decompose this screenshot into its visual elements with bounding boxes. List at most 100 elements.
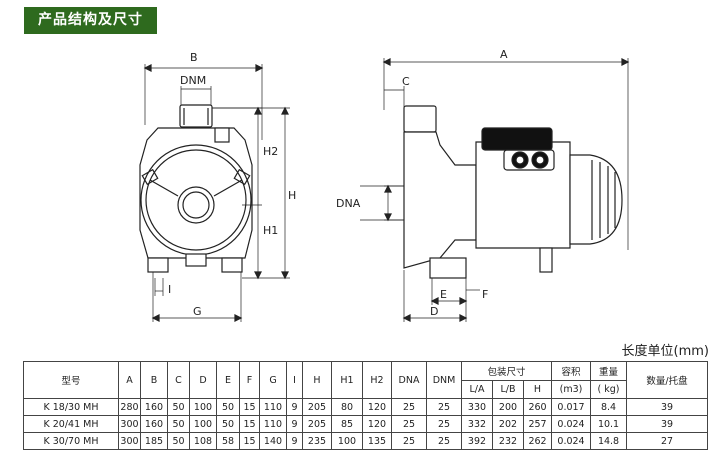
header-I: I xyxy=(286,361,303,399)
cell-model: K 30/70 MH xyxy=(23,432,119,450)
cell-lb: 232 xyxy=(492,432,524,450)
cell-e: 58 xyxy=(216,432,240,450)
cell-i: 9 xyxy=(286,415,303,433)
cell-e: 50 xyxy=(216,415,240,433)
cell-h2: 135 xyxy=(362,432,392,450)
cell-a: 300 xyxy=(118,415,141,433)
cell-ph: 260 xyxy=(522,398,553,416)
header-DNM: DNM xyxy=(426,361,462,399)
cell-model: K 18/30 MH xyxy=(23,398,119,416)
cell-dna: 25 xyxy=(391,415,427,433)
cell-i: 9 xyxy=(286,398,303,416)
header-LA: L/A xyxy=(461,379,493,399)
label-DNM: DNM xyxy=(180,74,206,87)
side-view xyxy=(360,58,630,322)
cell-g: 140 xyxy=(259,432,287,450)
cell-h: 205 xyxy=(302,415,332,433)
cell-h: 235 xyxy=(302,432,332,450)
cell-dnm: 25 xyxy=(426,415,462,433)
cell-qty: 39 xyxy=(626,398,709,416)
label-D: D xyxy=(430,305,438,318)
cell-e: 50 xyxy=(216,398,240,416)
header-H1: H1 xyxy=(331,361,363,399)
cell-ph: 257 xyxy=(522,415,553,433)
table-subheader-row: L/A L/B H (m3) ( kg) xyxy=(24,379,708,399)
header-package: 包装尺寸 xyxy=(460,361,553,381)
cell-i: 9 xyxy=(286,432,303,450)
cell-weight: 10.1 xyxy=(590,415,628,433)
label-C: C xyxy=(402,75,410,88)
cell-c: 50 xyxy=(167,432,190,450)
cell-model: K 20/41 MH xyxy=(23,415,119,433)
cell-dnm: 25 xyxy=(426,398,462,416)
header-weight: 重量 xyxy=(590,361,628,381)
header-model: 型号 xyxy=(23,361,119,399)
front-view xyxy=(139,64,290,322)
cell-qty: 27 xyxy=(626,432,709,450)
cell-g: 110 xyxy=(259,398,287,416)
cell-qty: 39 xyxy=(626,415,709,433)
header-DNA: DNA xyxy=(391,361,427,399)
front-view-labels: B DNM H2 H H1 I G xyxy=(168,51,296,318)
label-I: I xyxy=(168,283,171,296)
table-header-row: 型号 A B C D E F G I H H1 H2 DNA DNM 包装尺寸 … xyxy=(23,361,709,399)
cell-c: 50 xyxy=(167,398,190,416)
cell-d: 100 xyxy=(189,398,217,416)
cell-dna: 25 xyxy=(391,398,427,416)
cell-f: 15 xyxy=(239,415,260,433)
label-G: G xyxy=(193,305,202,318)
cell-c: 50 xyxy=(167,415,190,433)
header-A: A xyxy=(118,361,141,399)
cell-g: 110 xyxy=(259,415,287,433)
side-view-labels: A C DNA E F D xyxy=(336,48,508,318)
cell-volume: 0.024 xyxy=(551,432,592,450)
header-C: C xyxy=(167,361,190,399)
cell-d: 108 xyxy=(189,432,217,450)
cell-a: 300 xyxy=(118,432,141,450)
label-E: E xyxy=(440,288,447,301)
header-volume-unit: (m3) xyxy=(551,379,592,399)
cell-b: 185 xyxy=(140,432,168,450)
header-LB: L/B xyxy=(492,379,524,399)
cell-b: 160 xyxy=(140,398,168,416)
cell-h2: 120 xyxy=(362,398,392,416)
cell-f: 15 xyxy=(239,432,260,450)
cell-h1: 80 xyxy=(331,398,363,416)
cell-la: 330 xyxy=(461,398,493,416)
cell-weight: 14.8 xyxy=(590,432,628,450)
header-B: B xyxy=(140,361,168,399)
label-H1: H1 xyxy=(263,224,278,237)
header-weight-unit: ( kg) xyxy=(590,379,628,399)
cell-dnm: 25 xyxy=(426,432,462,450)
cell-b: 160 xyxy=(140,415,168,433)
label-DNA: DNA xyxy=(336,197,361,210)
header-G: G xyxy=(259,361,287,399)
header-qty: 数量/托盘 xyxy=(626,361,709,399)
pump-dimension-drawing: B DNM H2 H H1 I G xyxy=(139,48,630,322)
cell-d: 100 xyxy=(189,415,217,433)
header-volume: 容积 xyxy=(551,361,592,381)
cell-la: 332 xyxy=(461,415,493,433)
header-H: H xyxy=(302,361,332,399)
cell-lb: 202 xyxy=(492,415,524,433)
cell-ph: 262 xyxy=(522,432,553,450)
label-A: A xyxy=(500,48,508,61)
spec-table: 型号 A B C D E F G I H H1 H2 DNA DNM 包装尺寸 … xyxy=(23,361,709,450)
header-F: F xyxy=(239,361,260,399)
cell-dna: 25 xyxy=(391,432,427,450)
cell-a: 280 xyxy=(118,398,141,416)
cell-h: 205 xyxy=(302,398,332,416)
cell-h1: 85 xyxy=(331,415,363,433)
header-H2: H2 xyxy=(362,361,392,399)
label-H2: H2 xyxy=(263,145,278,158)
section-title: 产品结构及尺寸 xyxy=(24,7,157,34)
cell-h1: 100 xyxy=(331,432,363,450)
cell-weight: 8.4 xyxy=(590,398,628,416)
header-PH: H xyxy=(522,379,553,399)
header-D: D xyxy=(189,361,217,399)
cell-lb: 200 xyxy=(492,398,524,416)
cell-f: 15 xyxy=(239,398,260,416)
